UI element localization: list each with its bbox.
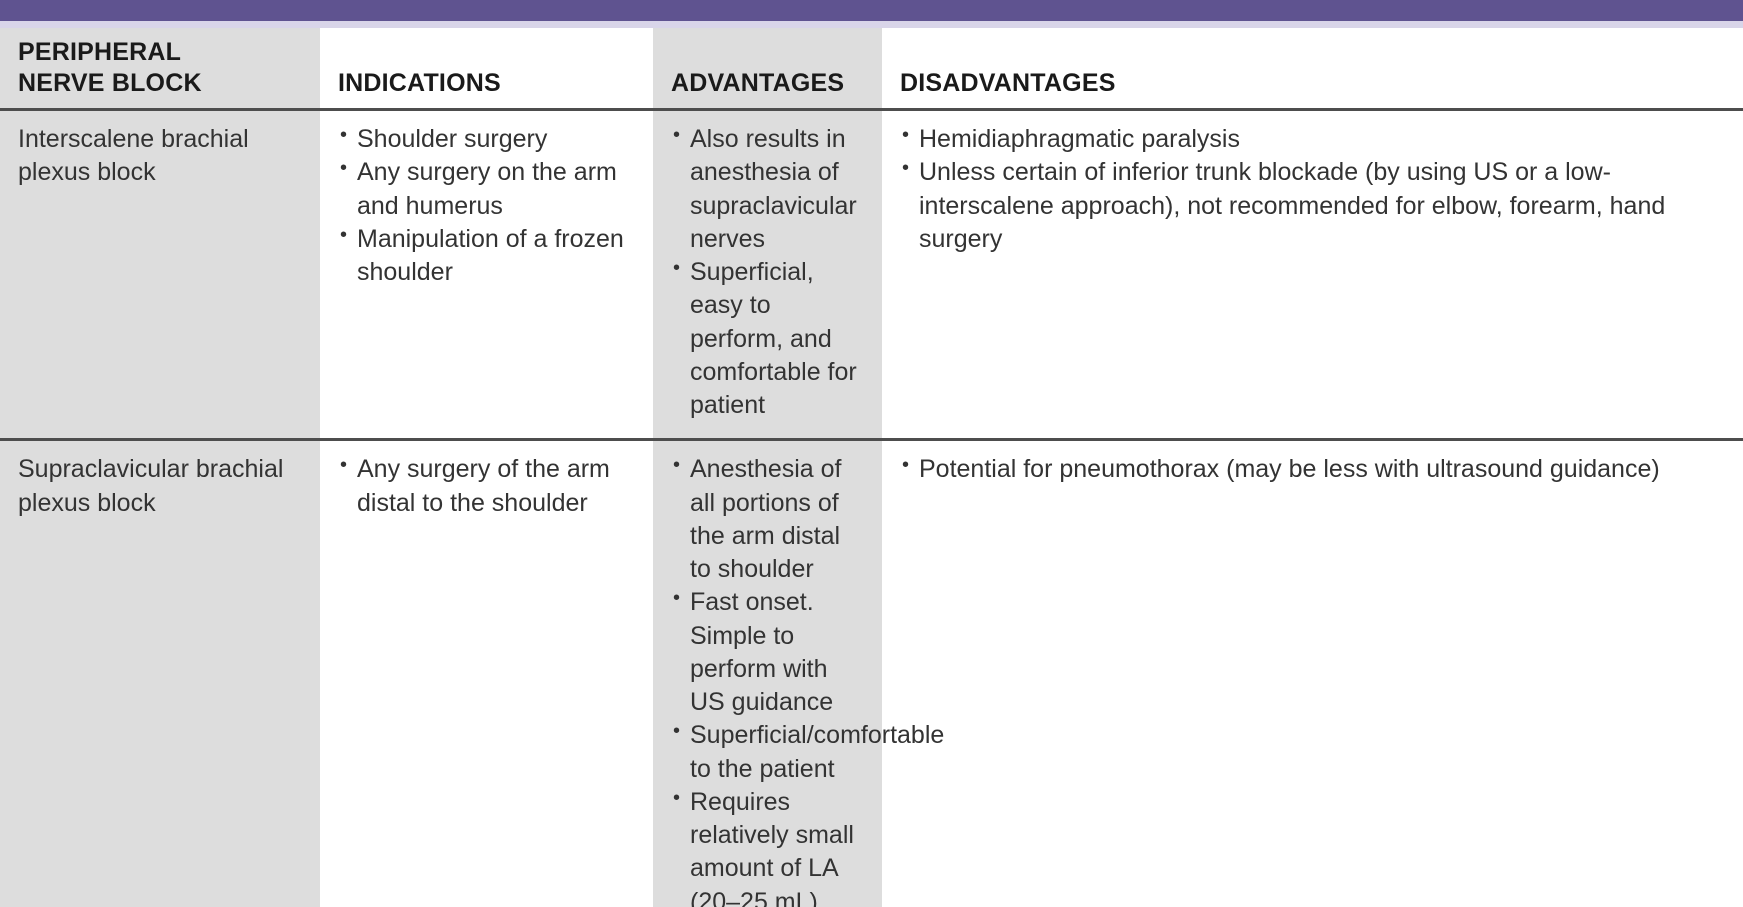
list-item: Requires relatively small amount of LA (…: [671, 785, 864, 907]
list-item: Any surgery on the arm and humerus: [338, 155, 635, 223]
list-item: Hemidiaphragmatic paralysis: [900, 122, 1725, 156]
list-item: Anesthesia of all portions of the arm di…: [671, 452, 864, 586]
list-item: Unless certain of inferior trunk blockad…: [900, 155, 1725, 256]
list-item: Superficial/comfortable to the patient: [671, 718, 944, 786]
table-head: PERIPHERAL NERVE BLOCK INDICATIONS ADVAN…: [0, 28, 1743, 111]
peripheral-nerve-block-table: PERIPHERAL NERVE BLOCK INDICATIONS ADVAN…: [0, 28, 1743, 907]
advantages-list: Also results in anesthesia of supraclavi…: [671, 122, 864, 422]
header-line-1: INDICATIONS: [338, 68, 501, 97]
list-item: Manipulation of a frozen shoulder: [338, 222, 635, 290]
column-header-disadvantages: DISADVANTAGES: [882, 28, 1743, 111]
disadvantages-list: Potential for pneumothorax (may be less …: [900, 452, 1725, 486]
list-item: Superficial, easy to perform, and comfor…: [671, 255, 864, 422]
cell-advantages: Also results in anesthesia of supraclavi…: [653, 109, 882, 442]
nerve-block-name: Supraclavicular brachial plexus block: [18, 455, 284, 517]
column-header-peripheral-nerve-block: PERIPHERAL NERVE BLOCK: [0, 28, 320, 111]
cell-disadvantages: Hemidiaphragmatic paralysis Unless certa…: [882, 109, 1743, 442]
cell-disadvantages: Potential for pneumothorax (may be less …: [882, 439, 1743, 907]
header-line-2: NERVE BLOCK: [18, 68, 202, 97]
top-accent-bar-light: [0, 21, 1743, 28]
table-body: Interscalene brachial plexus block Shoul…: [0, 109, 1743, 907]
disadvantages-list: Hemidiaphragmatic paralysis Unless certa…: [900, 122, 1725, 256]
cell-nerve-block: Interscalene brachial plexus block: [0, 109, 320, 442]
cell-advantages: Anesthesia of all portions of the arm di…: [653, 439, 944, 907]
indications-list: Any surgery of the arm distal to the sho…: [338, 452, 635, 520]
list-item: Shoulder surgery: [338, 122, 635, 156]
nerve-block-name: Interscalene brachial plexus block: [18, 125, 249, 187]
list-item: Fast onset. Simple to perform with US gu…: [671, 585, 864, 719]
header-line-1: PERIPHERAL: [18, 38, 182, 66]
header-row: PERIPHERAL NERVE BLOCK INDICATIONS ADVAN…: [0, 28, 1743, 111]
advantages-list: Anesthesia of all portions of the arm di…: [671, 452, 944, 907]
table-row: Supraclavicular brachial plexus block An…: [0, 439, 1743, 907]
list-item: Any surgery of the arm distal to the sho…: [338, 452, 635, 520]
cell-nerve-block: Supraclavicular brachial plexus block: [0, 439, 320, 907]
cell-indications: Any surgery of the arm distal to the sho…: [320, 439, 653, 907]
column-header-indications: INDICATIONS: [320, 28, 653, 111]
list-item: Potential for pneumothorax (may be less …: [900, 452, 1725, 486]
top-accent-bar: [0, 0, 1743, 21]
table-row: Interscalene brachial plexus block Shoul…: [0, 109, 1743, 442]
list-item: Also results in anesthesia of supraclavi…: [671, 122, 864, 256]
column-header-advantages: ADVANTAGES: [653, 28, 882, 111]
header-line-1: DISADVANTAGES: [900, 68, 1116, 97]
indications-list: Shoulder surgery Any surgery on the arm …: [338, 122, 635, 290]
header-line-1: ADVANTAGES: [671, 68, 845, 97]
cell-indications: Shoulder surgery Any surgery on the arm …: [320, 109, 653, 442]
